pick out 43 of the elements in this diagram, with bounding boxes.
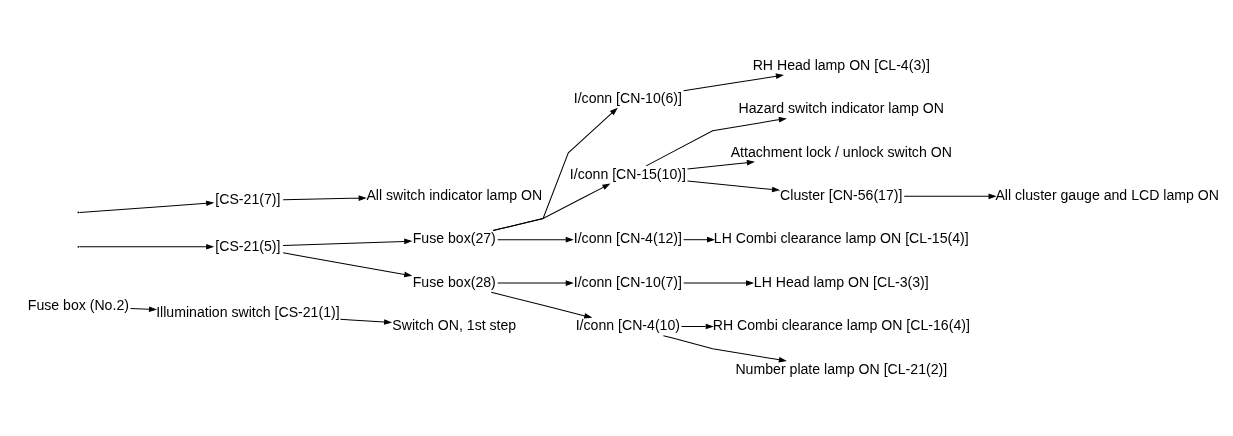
node-text: Illumination switch [CS-21(1)] <box>156 304 340 321</box>
node-text: Fuse box(27) <box>412 230 496 247</box>
arrow <box>680 323 714 330</box>
node-text: Attachment lock / unlock switch ON <box>730 143 952 160</box>
node-text: All switch indicator lamp ON <box>366 187 543 204</box>
arrow <box>79 243 215 250</box>
node-text: I/conn [CN-10(7)] <box>573 273 682 290</box>
node-text: LH Combi clearance lamp ON [CL-15(4)] <box>713 230 969 247</box>
arrow <box>645 116 787 167</box>
node-text: I/conn [CN-15(10)] <box>569 165 686 182</box>
arrow <box>490 291 593 319</box>
arrow <box>497 236 574 243</box>
node-text: I/conn [CN-10(6)] <box>573 90 682 107</box>
arrow <box>683 73 784 92</box>
node-text: Number plate lamp ON [CL-21(2)] <box>735 360 948 377</box>
node-text: [CS-21(5)] <box>215 237 281 254</box>
node-text: LH Head lamp ON [CL-3(3)] <box>753 273 929 290</box>
arrow <box>903 193 997 200</box>
node-text: Switch ON, 1st step <box>392 317 517 334</box>
node-text: RH Head lamp ON [CL-4(3)] <box>752 56 930 73</box>
node-text: Cluster [CN-56(17)] <box>780 187 903 204</box>
node-text: I/conn [CN-4(10) <box>575 317 680 334</box>
node-text: Fuse box (No.2) <box>27 297 129 314</box>
arrow <box>282 238 413 247</box>
arrow <box>686 180 781 193</box>
arrow <box>492 107 618 232</box>
arrow <box>662 335 787 363</box>
arrow <box>282 252 413 278</box>
arrow <box>339 318 393 325</box>
arrow <box>282 195 367 201</box>
arrow <box>683 236 716 243</box>
arrow <box>130 306 158 313</box>
arrow <box>683 280 755 286</box>
node-text: RH Combi clearance lamp ON [CL-16(4)] <box>712 317 970 334</box>
arrow <box>497 280 574 286</box>
node-text: [CS-21(7)] <box>215 191 281 208</box>
arrow <box>686 159 755 170</box>
arrow <box>492 183 611 232</box>
node-text: Hazard switch indicator lamp ON <box>738 100 945 117</box>
arrow <box>79 200 215 213</box>
node-text: All cluster gauge and LCD lamp ON <box>995 187 1219 204</box>
node-text: Fuse box(28) <box>412 273 496 290</box>
node-text: I/conn [CN-4(12)] <box>573 230 682 247</box>
